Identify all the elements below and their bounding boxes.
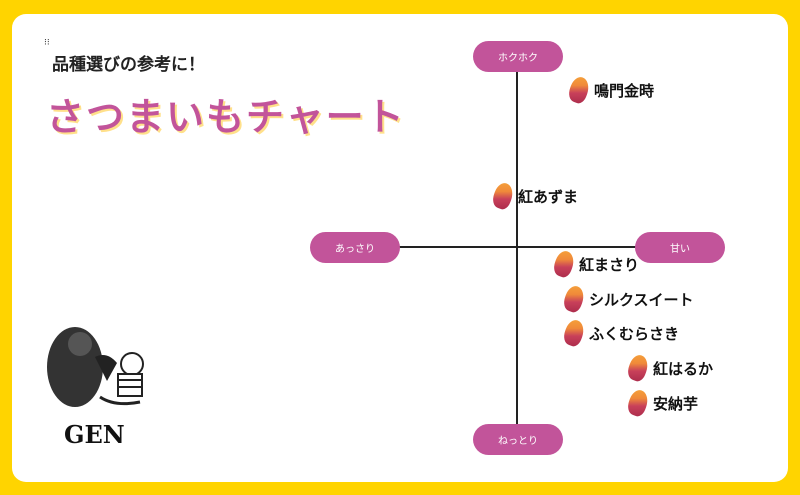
axis-label-top: ホクホク — [473, 41, 563, 72]
axis-label-bottom: ねっとり — [473, 424, 563, 455]
logo-text: GEN — [64, 420, 125, 449]
horizontal-axis — [360, 246, 680, 248]
sparkle-icon: ⁝⁝ — [44, 38, 50, 48]
variety-item: 安納芋 — [625, 387, 698, 419]
sweet-potato-icon — [490, 180, 516, 212]
sweet-potato-icon — [566, 74, 592, 106]
gorilla-and-child-illustration — [47, 327, 144, 407]
sweet-potato-icon — [561, 283, 587, 315]
variety-item: 鳴門金時 — [566, 74, 654, 106]
page-title: さつまいもチャート — [46, 95, 406, 139]
variety-item: シルクスイート — [561, 283, 694, 315]
sweet-potato-icon — [625, 387, 651, 419]
variety-item: 紅まさり — [551, 248, 639, 280]
variety-item: ふくむらさき — [561, 317, 679, 349]
variety-item: 紅はるか — [625, 352, 713, 384]
subtitle: 品種選びの参考に！ — [52, 55, 205, 75]
axis-label-left: あっさり — [310, 232, 400, 263]
variety-item: 紅あずま — [490, 180, 578, 212]
sweet-potato-icon — [551, 248, 577, 280]
sweet-potato-icon — [625, 352, 651, 384]
axis-label-right: 甘い — [635, 232, 725, 263]
sweet-potato-icon — [561, 317, 587, 349]
